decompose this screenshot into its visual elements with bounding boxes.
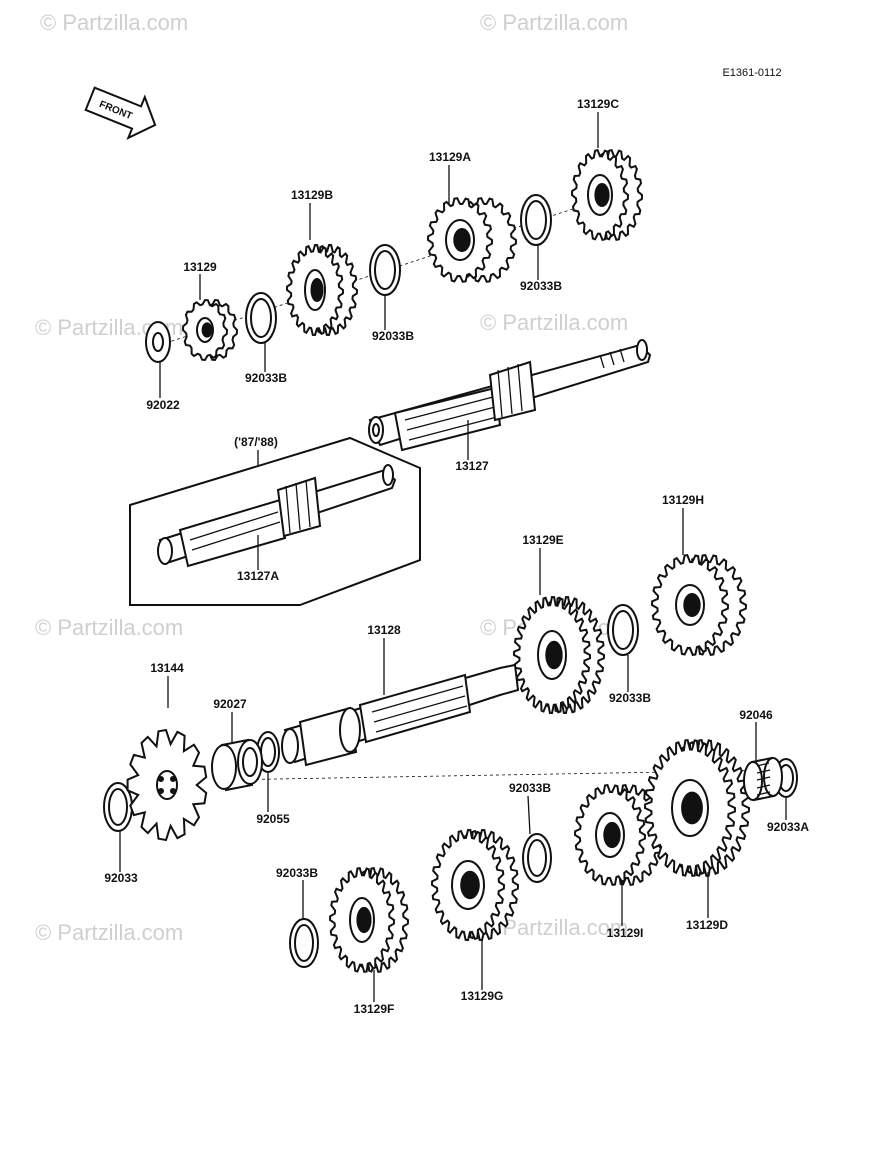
callout-92046: 92046 [739, 708, 773, 722]
gear-bore [310, 278, 324, 302]
callout-13129c: 13129C [577, 97, 619, 111]
callout-92033a: 92033A [767, 820, 809, 834]
sprocket-spline [170, 776, 176, 782]
circlip-inner [525, 200, 547, 240]
gear-13129h-icon [650, 553, 748, 657]
callout-13129g: 13129G [461, 989, 504, 1003]
circlip-inner [612, 610, 634, 650]
washer-hole [152, 332, 164, 352]
callout-92027: 92027 [213, 697, 247, 711]
gear-13129e-icon [512, 595, 606, 715]
callout-92033b: 92033B [520, 279, 562, 293]
callout-92033b: 92033B [509, 781, 551, 795]
sprocket-13144-icon [126, 728, 208, 842]
gear-bore [460, 870, 480, 900]
callout-13129e: 13129E [522, 533, 563, 547]
watermark: © Partzilla.com [35, 920, 183, 945]
callout-87-88: ('87/'88) [234, 435, 278, 449]
watermarks: © Partzilla.com © Partzilla.com © Partzi… [35, 10, 628, 945]
callout-13128: 13128 [367, 623, 401, 637]
needle-bearing-icon [743, 756, 783, 802]
sprocket-spline [158, 788, 164, 794]
gear-bore [356, 906, 372, 934]
bushing-icon [211, 738, 263, 792]
shaft-variant-box [129, 436, 421, 606]
gear-13129b-icon [285, 243, 359, 337]
sprocket-spline [158, 776, 164, 782]
sprocket-hub [156, 770, 178, 800]
callout-13144: 13144 [150, 661, 184, 675]
gear-13129g-icon [430, 828, 520, 942]
callout-92033b: 92033B [372, 329, 414, 343]
callout-13129: 13129 [183, 260, 217, 274]
gear-bore [603, 821, 621, 849]
callout-13129h: 13129H [662, 493, 704, 507]
callout-13129i: 13129I [607, 926, 644, 940]
callout-13129f: 13129F [354, 1002, 395, 1016]
callout-92033: 92033 [104, 871, 138, 885]
watermark: © Partzilla.com [480, 10, 628, 35]
callout-92033b: 92033B [245, 371, 287, 385]
gear-13129c-icon [570, 149, 644, 241]
callouts: 13129C 13129A 13129B 13129 92033B 92033B… [104, 97, 809, 1016]
watermark: © Partzilla.com [40, 10, 188, 35]
gear-13129d-icon [643, 738, 751, 878]
front-arrow-icon: FRONT [84, 86, 157, 140]
sprocket-spline [170, 788, 176, 794]
output-shaft-13128-icon [281, 663, 520, 767]
callout-92055: 92055 [256, 812, 290, 826]
callout-13129a: 13129A [429, 150, 471, 164]
gear-bore [681, 791, 703, 825]
circlip-inner [374, 250, 396, 290]
callout-92033b: 92033B [276, 866, 318, 880]
gear-bore [594, 183, 610, 207]
gear-13129f-icon [328, 866, 410, 974]
circlip-inner [108, 788, 128, 826]
input-shaft-13127-icon [368, 339, 652, 452]
gear-13129i-icon [573, 783, 665, 887]
gear-13129a-icon [426, 197, 518, 283]
callout-13127a: 13127A [237, 569, 279, 583]
callout-13129d: 13129D [686, 918, 728, 932]
gear-group [181, 149, 751, 974]
washers [103, 194, 798, 968]
callout-92033b: 92033B [609, 691, 651, 705]
gear-13129-icon [181, 298, 239, 362]
gear-bore [545, 640, 563, 670]
leader-lines [119, 112, 787, 1002]
gear-bore [453, 228, 471, 252]
callout-13129b: 13129B [291, 188, 333, 202]
gear-bore [683, 593, 701, 617]
circlip-inner [250, 298, 272, 338]
callout-92022: 92022 [146, 398, 180, 412]
diagram-code: E1361-0112 [722, 67, 781, 79]
watermark: © Partzilla.com [35, 615, 183, 640]
callout-13127: 13127 [455, 459, 489, 473]
circlip-inner [260, 737, 276, 767]
circlip-inner [527, 839, 547, 877]
gear-bore [201, 322, 213, 338]
watermark: © Partzilla.com [480, 310, 628, 335]
circlip-inner [294, 924, 314, 962]
